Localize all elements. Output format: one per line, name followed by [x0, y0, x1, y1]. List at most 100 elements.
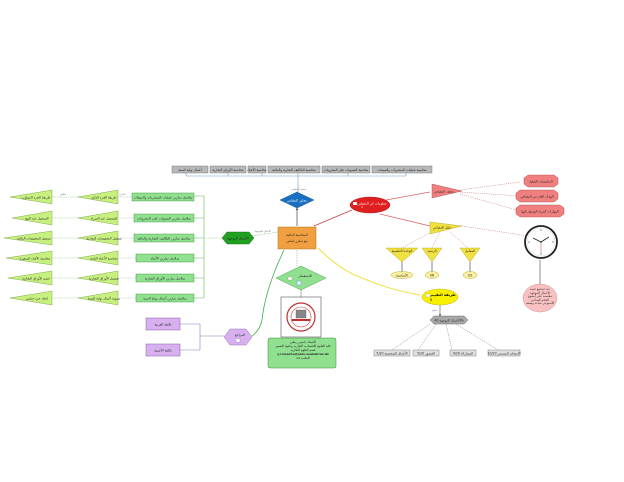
- criterion-item[interactable]: الأعمال الشخصية 5/20: [373, 349, 411, 357]
- tutorial-steps-2: طريقة الجرد المتناوب التسجيل عند البيع ت…: [3, 189, 53, 306]
- svg-text:للاستفسار: للاستفسار: [297, 274, 312, 278]
- svg-text:المراجع: المراجع: [235, 333, 245, 337]
- criterion-item[interactable]: الامتحان المستمر 10/20: [487, 349, 521, 357]
- description-item[interactable]: الهدف العام من المقياس: [515, 189, 559, 203]
- svg-text:مع متكرر لبناس: مع متكرر لبناس: [287, 239, 308, 243]
- link-label: الأعمال الموجهة: [255, 229, 271, 233]
- svg-text:06: 06: [430, 274, 434, 278]
- top-item[interactable]: محاسبة التسويات على المخزونات: [321, 165, 371, 174]
- svg-text:محاسبة عمليات المشتريات والمبي: محاسبة عمليات المشتريات والمبيعات: [377, 168, 427, 172]
- svg-text:سلاسل تمارين التسويات على المخ: سلاسل تمارين التسويات على المخزونات: [137, 217, 191, 221]
- clock-icon: [524, 225, 558, 259]
- svg-text:أعمال نهاية السنة: أعمال نهاية السنة: [178, 167, 201, 172]
- description-item[interactable]: المكتسبات القبلية: [523, 174, 559, 188]
- detail-item[interactable]: الرصيد 06: [421, 247, 443, 279]
- badge-icon: [235, 338, 241, 343]
- references-node[interactable]: المراجع: [223, 328, 253, 346]
- badge-icon: [287, 276, 293, 281]
- svg-text:الوحدة التعليمية: الوحدة التعليمية: [392, 249, 413, 253]
- step-item[interactable]: تحصيل الأوراق التجارية: [77, 270, 119, 286]
- link-label: محاور المقياس: [291, 188, 307, 191]
- step-item[interactable]: إعداد جرد ختامي: [9, 290, 53, 306]
- svg-text:طريقة الجرد الدائم: طريقة الجرد الدائم: [91, 196, 117, 200]
- evaluation-weight[interactable]: الأعمال الموجهة 40%: [429, 315, 469, 325]
- reference-item[interactable]: باللغة الأجنبية: [145, 343, 181, 357]
- svg-text:1: 1: [361, 205, 363, 209]
- contact-email[interactable]: y.remache@univ-soukahras.dz: [277, 352, 329, 356]
- contact-line: كلية العلوم الاقتصادية التجارية وعلوم ال…: [275, 344, 331, 348]
- top-item[interactable]: محاسبة عمليات المشتريات والمبيعات: [371, 165, 433, 174]
- step-item[interactable]: طريقة الجرد الدائم: [77, 189, 119, 205]
- link-icon[interactable]: [296, 280, 302, 286]
- svg-text:المعامل: المعامل: [465, 249, 475, 253]
- svg-text:تحصيل الأوراق التجارية: تحصيل الأوراق التجارية: [89, 276, 119, 281]
- contact-line: قسم العلوم التجارية: [290, 348, 316, 352]
- svg-text:سلاسل تمارين الأعباء: سلاسل تمارين الأعباء: [151, 256, 180, 261]
- svg-text:باللغة الأجنبية: باللغة الأجنبية: [154, 348, 172, 353]
- step-item[interactable]: طريقة الجرد المتناوب: [9, 189, 53, 205]
- svg-text:الحضور 5/20: الحضور 5/20: [417, 351, 435, 355]
- svg-text:المهارات المراد الوصول إليها: المهارات المراد الوصول إليها: [521, 210, 559, 215]
- svg-text:محاور المقياس: محاور المقياس: [287, 199, 307, 203]
- description-node[interactable]: وصف المقياس: [431, 183, 463, 199]
- course-info-node[interactable]: معلومات عن المقياس 1: [349, 196, 391, 214]
- link-label: تطبيق: [60, 193, 66, 196]
- link-label: تمارين: [119, 193, 126, 196]
- central-topic[interactable]: المحاسبة المالية مع متكرر لبناس: [277, 226, 317, 250]
- step-item[interactable]: التسجيل عند البيع: [11, 210, 53, 226]
- criterion-item[interactable]: الحضور 5/20: [412, 349, 440, 357]
- step-item[interactable]: محاسبة الأعباء المتغيرة: [5, 250, 53, 266]
- contact-node[interactable]: للاستفسار: [275, 265, 327, 291]
- link-label: تقييم: [432, 309, 437, 312]
- detail-item[interactable]: الوحدة التعليمية الأساسية: [385, 247, 419, 279]
- tutorials-node[interactable]: الأعمال الموجهة: [221, 231, 255, 245]
- top-item[interactable]: محاسبة الأوراق التجارية: [209, 165, 247, 174]
- svg-text:03: 03: [468, 274, 472, 278]
- series-item[interactable]: سلاسل تمارين التكاليف التجارية والمالية: [133, 233, 195, 243]
- svg-text:الأعمال الشخصية 5/20: الأعمال الشخصية 5/20: [376, 350, 407, 355]
- detail-item[interactable]: المعامل 03: [459, 247, 481, 279]
- series-item[interactable]: سلاسل تمارين الأعباء: [135, 253, 195, 263]
- svg-text:تسوية أعمال نهاية السنة: تسوية أعمال نهاية السنة: [88, 296, 120, 301]
- svg-text:الأعمال الموجهة 40%: الأعمال الموجهة 40%: [434, 318, 463, 323]
- badge-icon: [352, 201, 358, 206]
- series-item[interactable]: سلاسل تمارين الأوراق التجارية: [135, 273, 195, 283]
- svg-text:الامتحان المستمر 10/20: الامتحان المستمر 10/20: [487, 351, 520, 355]
- evaluation-node[interactable]: طريقة التقييم 8: [421, 288, 459, 306]
- svg-text:إعداد جرد ختامي: إعداد جرد ختامي: [26, 297, 48, 302]
- svg-text:الأساسية: الأساسية: [396, 273, 408, 278]
- svg-text:معلومات عن المقياس: معلومات عن المقياس: [357, 202, 386, 206]
- axes-node[interactable]: محاور المقياس: [279, 191, 315, 209]
- tutorial-series: سلاسل تمارين عمليات المشتريات والمبيعات …: [131, 192, 195, 303]
- contact-line: الأستاذ: ياسين ربطي: [290, 340, 316, 344]
- university-logo: [280, 296, 322, 338]
- step-item[interactable]: تسجيل التخفيضات التجارية: [77, 230, 122, 246]
- reference-item[interactable]: باللغة العربية: [145, 317, 181, 331]
- top-item[interactable]: محاسبة الأعباء: [247, 165, 267, 174]
- connectors: [52, 172, 541, 351]
- references-items: باللغة العربية باللغة الأجنبية: [145, 317, 181, 357]
- series-item[interactable]: سلاسل تمارين عمليات المشتريات والمبيعات: [131, 192, 195, 202]
- step-item[interactable]: محاسبة الأعباء الثابتة: [77, 250, 119, 266]
- details-node[interactable]: دليل المقياس: [429, 221, 463, 235]
- step-item[interactable]: تسوية أعمال نهاية السنة: [77, 290, 120, 306]
- step-item[interactable]: التسجيل عند الشراء: [77, 210, 119, 226]
- series-item[interactable]: سلاسل تمارين أعمال نهاية السنة: [135, 293, 195, 303]
- svg-text:المكتسبات القبلية: المكتسبات القبلية: [529, 180, 552, 184]
- top-item[interactable]: محاسبة التكاليف التجارية والمالية: [267, 165, 321, 174]
- schedule-note[interactable]: عدد أسابيع حصة الأعمال الموجهة مقسمة على…: [522, 283, 558, 313]
- step-item[interactable]: خصم الأوراق التجارية: [7, 270, 53, 286]
- description-item[interactable]: المهارات المراد الوصول إليها: [515, 204, 565, 218]
- svg-text:التسجيل عند البيع: التسجيل عند البيع: [25, 217, 48, 221]
- svg-text:الهدف العام من المقياس: الهدف العام من المقياس: [521, 195, 554, 200]
- contact-details[interactable]: الأستاذ: ياسين ربطي كلية العلوم الاقتصاد…: [267, 337, 337, 369]
- step-item[interactable]: تسجيل التخفيضات المالية: [3, 230, 53, 246]
- schedule-note-text: عدد أسابيع حصة الأعمال الموجهة مقسمة على…: [525, 288, 555, 306]
- svg-text:الأعمال الموجهة: الأعمال الموجهة: [227, 236, 248, 241]
- top-item[interactable]: أعمال نهاية السنة: [171, 165, 209, 174]
- svg-text:الرصيد: الرصيد: [428, 249, 437, 253]
- svg-text:محاسبة التسويات على المخزونات: محاسبة التسويات على المخزونات: [324, 168, 369, 172]
- series-item[interactable]: سلاسل تمارين التسويات على المخزونات: [133, 213, 195, 223]
- criterion-item[interactable]: المشاركة 4/20: [449, 349, 477, 357]
